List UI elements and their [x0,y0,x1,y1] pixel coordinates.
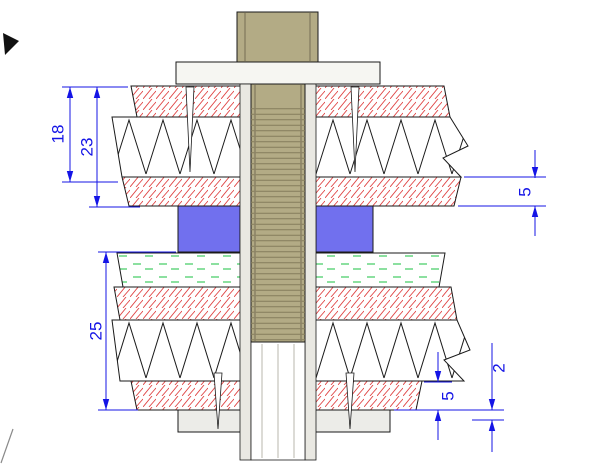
upper-fastener-right [350,86,360,173]
arrow-18-top [66,87,74,98]
arrow-23-top [93,87,101,98]
dim-5-upper-label: 5 [515,187,534,196]
arrow-5u-up [531,206,539,217]
arrow-5l-down [434,371,442,382]
dimensions-left: 18 23 25 [48,86,176,411]
arrow-2-down [488,399,496,410]
section-arrow-marker [3,33,19,55]
arrow-5u-down [531,167,539,178]
bolt-head [236,11,319,63]
lower-fastener-right [345,372,355,430]
arrow-25-top [102,252,110,263]
arrow-23-bottom [93,196,101,207]
spacer-right [315,205,374,253]
rod-thread-pattern [251,106,305,342]
dimensions-right: 5 5 2 [394,150,546,452]
sleeve-wall-left [239,83,252,461]
bolt-assembly [236,11,319,343]
dim-5-lower-label: 5 [438,391,457,400]
sleeve-wall-right [304,83,317,461]
dim-23-label: 23 [77,138,96,157]
arrow-25-bottom [102,399,110,410]
top-washer-plate [175,61,381,85]
arrow-18-bottom [66,171,74,182]
arrow-2-up [488,420,496,431]
corner-line [0,428,14,464]
dim-18-label: 18 [48,125,67,144]
spacers [177,205,374,253]
dim-25-label: 25 [86,322,105,341]
arrow-5l-up [434,410,442,421]
sleeve-tube [239,83,317,461]
upper-fastener-left [185,86,195,173]
lower-fastener-left [213,372,223,430]
dim-2-label: 2 [489,363,508,372]
spacer-left [177,205,241,253]
